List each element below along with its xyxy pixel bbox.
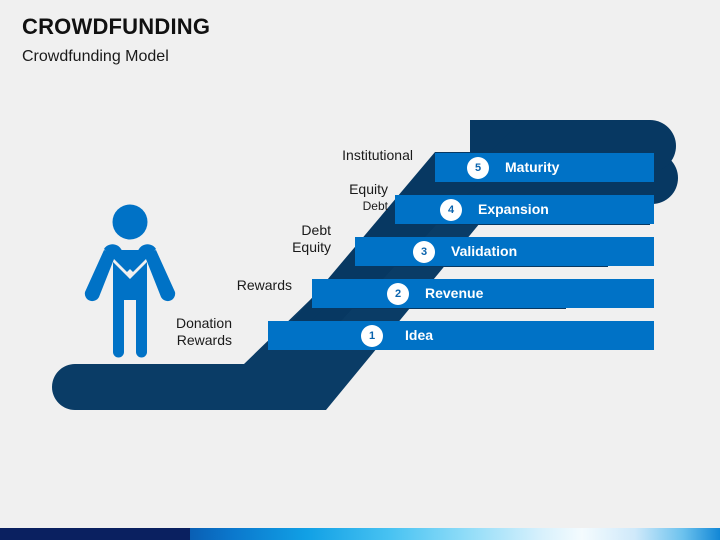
funding-label-1: Donation Rewards xyxy=(100,315,232,349)
step-label-5: Maturity xyxy=(505,159,560,175)
funding-label-5-line-1: Institutional xyxy=(342,147,413,163)
person-shoulder-right xyxy=(127,244,156,272)
person-shoulder-left xyxy=(104,244,133,272)
step-number-2: 2 xyxy=(387,282,409,305)
step-number-5: 5 xyxy=(467,156,489,179)
person-leg-gap xyxy=(124,300,136,324)
person-head xyxy=(112,204,148,240)
step-number-1: 1 xyxy=(361,324,383,347)
page-title: CROWDFUNDING xyxy=(22,14,211,39)
funding-label-2: Rewards xyxy=(160,277,292,294)
step-bar-5[interactable]: 5 Maturity xyxy=(435,153,654,182)
person-icon xyxy=(84,204,176,358)
funding-label-4: Equity Debt xyxy=(265,181,388,215)
step-bar-1[interactable]: 1 Idea xyxy=(268,321,654,350)
funding-label-5: Institutional xyxy=(270,147,413,164)
person-arm-right xyxy=(144,250,176,302)
step-label-4: Expansion xyxy=(478,201,549,217)
funding-label-1-line-1: Donation xyxy=(175,315,232,331)
person-arm-left xyxy=(84,250,116,302)
bottom-strip-navy xyxy=(0,528,190,540)
step-label-3: Validation xyxy=(451,243,518,259)
step-number-3: 3 xyxy=(413,240,435,263)
page-subtitle: Crowdfunding Model xyxy=(22,48,169,65)
person-leg-right xyxy=(136,300,147,358)
step-bar-4[interactable]: 4 Expansion xyxy=(395,195,654,224)
step-bar-2[interactable]: 2 Revenue xyxy=(312,279,654,308)
step-label-2: Revenue xyxy=(425,285,484,301)
funding-label-2-line-1: Rewards xyxy=(236,277,292,293)
funding-label-3-line-2: Equity xyxy=(292,239,331,255)
funding-label-3: Debt Equity xyxy=(200,222,331,256)
funding-label-4-line-2: Debt xyxy=(362,199,388,213)
person-leg-left xyxy=(113,300,125,358)
funding-label-4-line-1: Equity xyxy=(349,181,388,197)
funding-label-3-line-1: Debt xyxy=(301,222,331,238)
step-label-1: Idea xyxy=(405,327,434,343)
bottom-strip-gradient xyxy=(190,528,720,540)
step-bar-3[interactable]: 3 Validation xyxy=(355,237,654,266)
header: CROWDFUNDING Crowdfunding Model xyxy=(22,14,622,67)
bottom-accent-strip xyxy=(0,528,720,540)
step-number-4: 4 xyxy=(440,198,462,221)
funding-label-1-line-2: Rewards xyxy=(176,332,232,348)
